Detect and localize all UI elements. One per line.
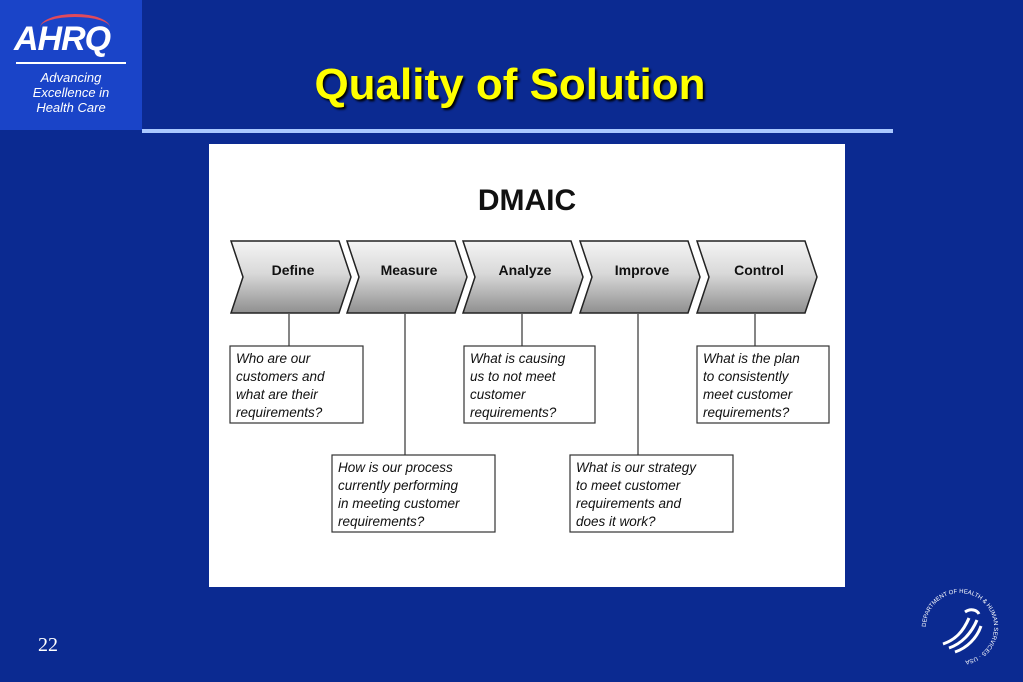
- tagline-line: Excellence in: [32, 85, 110, 100]
- phase-label: Measure: [381, 262, 438, 278]
- seal-figure: [942, 617, 983, 654]
- question-box: [569, 454, 734, 533]
- question-text: what are their: [236, 387, 318, 402]
- question-text: currently performing: [338, 478, 459, 493]
- question-text: requirements?: [338, 514, 425, 529]
- question-text: What is the plan: [703, 351, 800, 366]
- question-text: requirements?: [470, 405, 557, 420]
- question-text: us to not meet: [470, 369, 557, 384]
- question-box: [331, 454, 496, 533]
- question-text: customer: [470, 387, 526, 402]
- page-number: 22: [38, 634, 58, 656]
- phase-label: Define: [272, 262, 315, 278]
- question-text: What is our strategy: [576, 460, 697, 475]
- phase-chevron: [578, 240, 701, 314]
- question-text: meet customer: [703, 387, 793, 402]
- question-text: to meet customer: [576, 478, 681, 493]
- question-text: requirements and: [576, 496, 682, 511]
- phase-chevron: [461, 240, 584, 314]
- seal-text: DEPARTMENT OF HEALTH & HUMAN SERVICES · …: [922, 589, 998, 665]
- question-text: requirements?: [236, 405, 323, 420]
- seal-head: [964, 608, 981, 615]
- tagline-line: Advancing: [40, 70, 102, 85]
- question-text: to consistently: [703, 369, 790, 384]
- logo-wordmark: AHRQ: [14, 20, 111, 58]
- question-box: [463, 345, 596, 424]
- phase-label: Improve: [615, 262, 670, 278]
- logo-underline: [16, 62, 126, 64]
- seal-text-path: DEPARTMENT OF HEALTH & HUMAN SERVICES · …: [922, 589, 998, 665]
- question-text: What is causing: [470, 351, 566, 366]
- question-text: in meeting customer: [338, 496, 460, 511]
- logo-arc: [40, 14, 110, 41]
- hhs-seal-icon: DEPARTMENT OF HEALTH & HUMAN SERVICES · …: [922, 589, 998, 665]
- dmaic-figure: DMAIC Define Measure Analyze Improve Control…: [209, 144, 845, 587]
- slide-title: Quality of Solution: [314, 60, 706, 109]
- logo-tagline: Advancing Excellence in Health Care: [0, 70, 142, 115]
- phase-chevron: [345, 240, 468, 314]
- title-rule: [142, 129, 893, 133]
- phase-label: Control: [734, 262, 784, 278]
- ahrq-logo: AHRQ Advancing Excellence in Health Care: [0, 0, 142, 130]
- tagline-line: Health Care: [36, 100, 106, 115]
- phase-chevron: [695, 240, 818, 314]
- phase-label: Analyze: [499, 262, 552, 278]
- question-box: [696, 345, 830, 424]
- question-text: customers and: [236, 369, 325, 384]
- phase-chevron: [229, 240, 352, 314]
- dmaic-diagram: DMAIC Define Measure Analyze Improve Control…: [229, 184, 830, 533]
- question-text: requirements?: [703, 405, 790, 420]
- question-text: Who are our: [236, 351, 311, 366]
- question-box: [229, 345, 364, 424]
- question-text: does it work?: [576, 514, 656, 529]
- question-text: How is our process: [338, 460, 453, 475]
- diagram-title: DMAIC: [478, 184, 576, 217]
